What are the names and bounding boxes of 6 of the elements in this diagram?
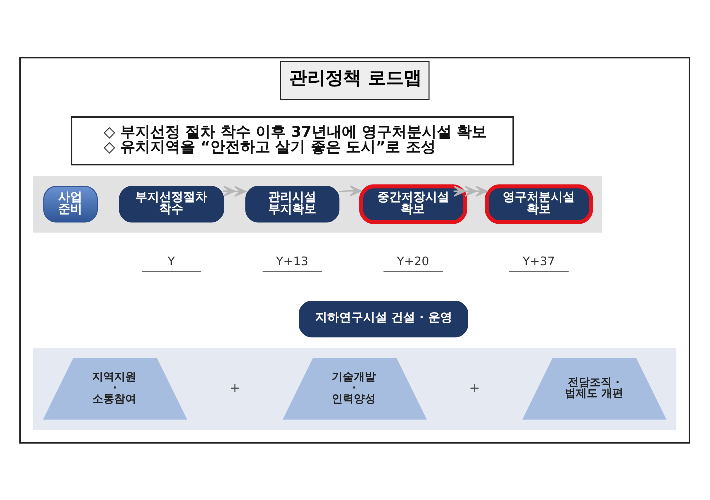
node-label: Y+13 [276,254,309,268]
node-label: Y+37 [522,254,556,268]
label: + [469,381,480,396]
node-label: Y [168,254,176,268]
label: + [230,381,241,396]
node-label: Y+20 [397,254,430,268]
